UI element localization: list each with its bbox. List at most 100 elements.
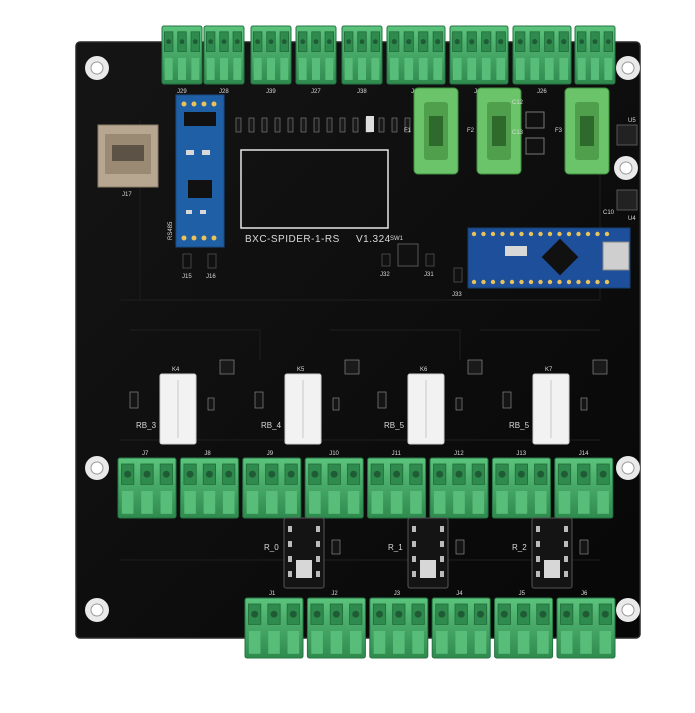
svg-text:U4: U4 — [628, 216, 636, 222]
jumper-j16: J16 — [206, 253, 217, 280]
middle-terminal-j14-label: J14 — [579, 451, 589, 457]
led — [366, 116, 374, 132]
top-terminal-j25: J25 — [386, 25, 446, 95]
mounting-hole-bl — [85, 598, 109, 622]
nano-pin — [528, 279, 534, 285]
usb-ref-label: J17 — [122, 192, 132, 198]
nano-pin — [509, 279, 515, 285]
top-terminal-j27-label: J27 — [311, 89, 321, 95]
fuse-holder-f1: F1 — [404, 87, 459, 175]
top-terminal-j39: J39 — [250, 25, 292, 95]
nano-pin — [576, 231, 581, 237]
nano-pin — [604, 279, 610, 285]
svg-text:J33: J33 — [452, 292, 462, 298]
nano-pin — [490, 231, 496, 237]
ssr-label: R_0 — [264, 543, 279, 552]
nano-pin — [595, 231, 600, 237]
middle-terminal-j7: J7 — [117, 451, 177, 519]
mounting-hole-tl — [85, 56, 109, 80]
usb-connector: J17 — [97, 124, 159, 198]
nano-pin — [566, 231, 572, 237]
nano-pin — [519, 231, 524, 237]
mounting-hole-tr — [616, 56, 640, 80]
diode — [248, 117, 255, 133]
top-terminal-j27: J27 — [295, 25, 337, 95]
relay-group-label: RB_4 — [261, 421, 282, 430]
diode — [404, 117, 411, 133]
nano-pin — [576, 279, 581, 285]
bottom-terminal-j2-label: J2 — [331, 591, 338, 597]
svg-text:J31: J31 — [424, 272, 434, 278]
diode — [235, 117, 242, 133]
nano-pin — [471, 279, 477, 285]
top-terminal-j3: J3 — [574, 25, 616, 95]
diode — [378, 117, 385, 133]
top-terminal-j29: J29 — [161, 25, 203, 95]
middle-terminal-j7-label: J7 — [142, 451, 149, 457]
diode — [287, 117, 294, 133]
middle-terminal-j14: J14 — [554, 451, 614, 519]
top-terminal-j38-label: J38 — [357, 89, 367, 95]
nano-pin — [500, 279, 505, 285]
middle-terminal-j8: J8 — [179, 451, 239, 519]
diode-row — [235, 116, 411, 133]
top-terminal-j26: J26 — [512, 25, 572, 95]
mounting-hole-ml — [85, 456, 109, 480]
ssr-r-2: R_2 — [512, 517, 589, 589]
nano-pin — [490, 279, 496, 285]
nano-pin — [595, 279, 600, 285]
top-terminal-j26-label: J26 — [537, 89, 547, 95]
bottom-terminal-row: J1 J2 J3 J4 J5 J6 — [244, 591, 616, 659]
ssr-r-1: R_1 — [388, 517, 465, 589]
svg-text:U5: U5 — [628, 118, 636, 124]
mounting-hole-br — [616, 598, 640, 622]
lcd-outline: BXC-SPIDER-1-RS V1.324 — [240, 149, 391, 245]
nano-pin — [557, 231, 562, 237]
nano-pin — [538, 279, 543, 285]
nano-pin — [557, 279, 562, 285]
board-version-label: V1.324 — [356, 234, 391, 245]
arduino-nano-module — [467, 227, 631, 289]
diode — [326, 117, 333, 133]
middle-terminal-j12: J12 — [429, 451, 489, 519]
top-terminal-j28: J28 — [203, 25, 245, 95]
module-side-label: RS485 — [168, 221, 174, 240]
bottom-terminal-j5: J5 — [494, 591, 554, 659]
nano-pin — [585, 279, 591, 285]
bottom-terminal-j4-label: J4 — [456, 591, 463, 597]
jumper-j15: J15 — [182, 253, 192, 280]
diode — [274, 117, 281, 133]
relay-group-label: RB_3 — [136, 421, 157, 430]
nano-pin — [547, 231, 553, 237]
middle-terminal-j11: J11 — [367, 451, 427, 519]
nano-pin — [566, 279, 572, 285]
switch-sw1: SW1 J32 J31 — [380, 236, 435, 278]
relay-ref-label: K7 — [545, 367, 553, 373]
bottom-terminal-j3-label: J3 — [394, 591, 401, 597]
bottom-terminal-j1-label: J1 — [269, 591, 276, 597]
top-terminal-j38: J38 — [341, 25, 383, 95]
middle-terminal-j8-label: J8 — [204, 451, 211, 457]
nano-pin — [519, 279, 524, 285]
bottom-terminal-j6-label: J6 — [581, 591, 588, 597]
ssr-label: R_1 — [388, 543, 403, 552]
svg-text:J32: J32 — [380, 272, 390, 278]
diode — [261, 117, 268, 133]
diode — [391, 117, 398, 133]
svg-text:C13: C13 — [512, 130, 524, 136]
middle-terminal-j11-label: J11 — [392, 451, 402, 457]
nano-pin — [547, 279, 553, 285]
relay-group-label: RB_5 — [384, 421, 405, 430]
board-name-label: BXC-SPIDER-1-RS — [245, 234, 340, 245]
nano-pin — [509, 231, 515, 237]
jumper-j33: J33 — [452, 267, 463, 298]
diode — [300, 117, 307, 133]
rs485-module: RS485 — [168, 94, 225, 248]
